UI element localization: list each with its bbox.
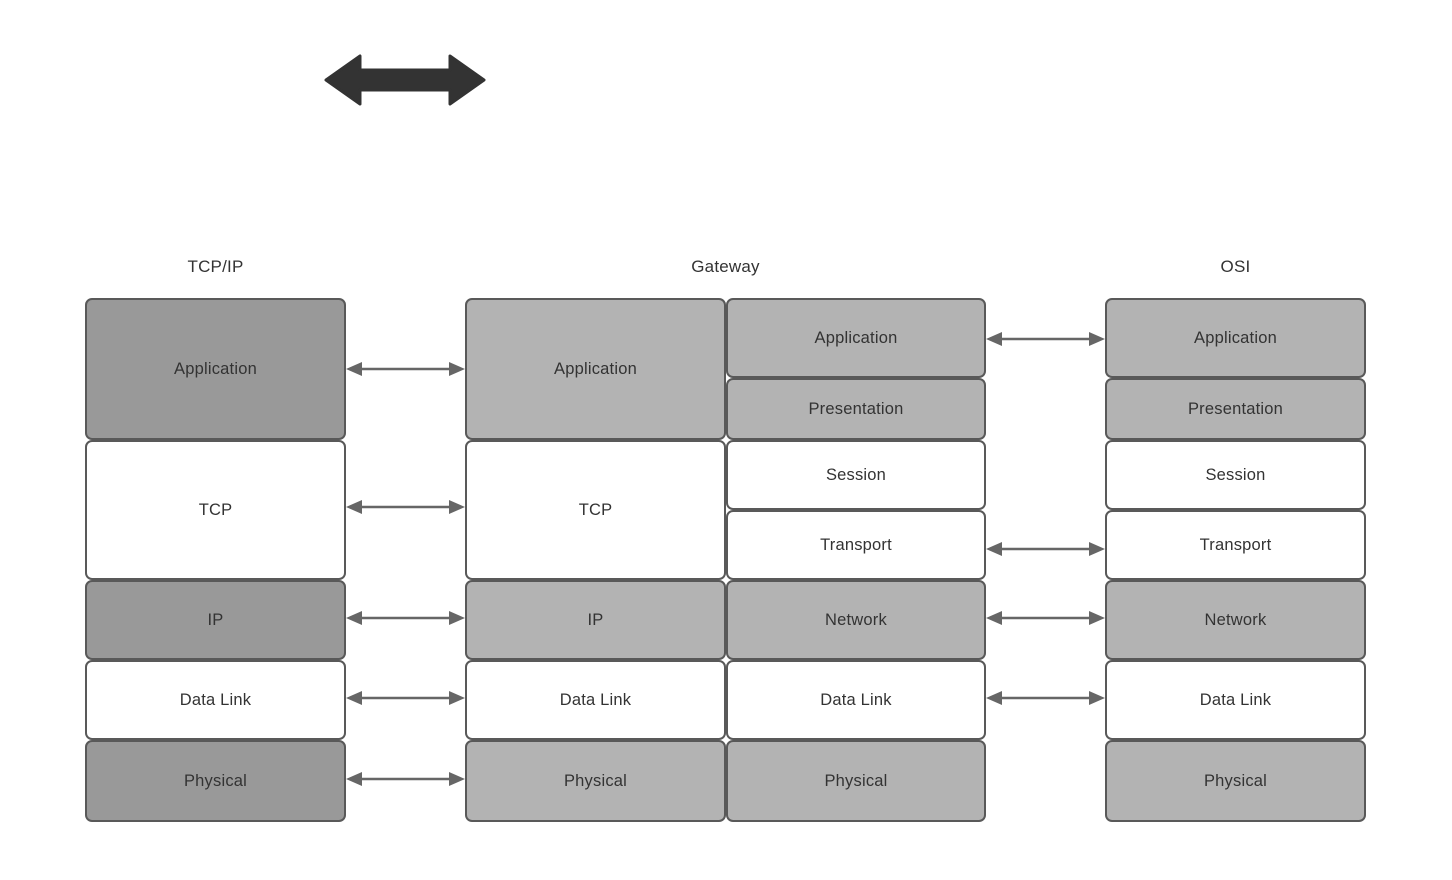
connector-arrow-ip-left — [346, 607, 465, 629]
layer-osi-presentation[interactable]: Presentation — [1105, 378, 1366, 440]
connector-arrow-application-left — [346, 358, 465, 380]
layer-gateway-data-link[interactable]: Data Link — [465, 660, 726, 740]
layer-osi-transport[interactable]: Transport — [1105, 510, 1366, 580]
layer-osi-network[interactable]: Network — [1105, 580, 1366, 660]
connector-arrow-physical-left — [346, 768, 465, 790]
layer-osi-data-link[interactable]: Data Link — [1105, 660, 1366, 740]
layer-osi-session[interactable]: Session — [1105, 440, 1366, 510]
layer-gateway-osi-physical[interactable]: Physical — [726, 740, 986, 822]
connector-arrow-network-right — [986, 607, 1105, 629]
layer-osi-application[interactable]: Application — [1105, 298, 1366, 378]
column-title-tcpip: TCP/IP — [187, 257, 244, 276]
layer-gateway-physical[interactable]: Physical — [465, 740, 726, 822]
layer-gateway-osi-application[interactable]: Application — [726, 298, 986, 378]
double-headed-arrow-icon — [322, 50, 488, 110]
layer-tcpip-tcp[interactable]: TCP — [85, 440, 346, 580]
layer-tcpip-physical[interactable]: Physical — [85, 740, 346, 822]
layer-gateway-osi-transport[interactable]: Transport — [726, 510, 986, 580]
layer-tcpip-data-link[interactable]: Data Link — [85, 660, 346, 740]
layer-gateway-osi-data-link[interactable]: Data Link — [726, 660, 986, 740]
connector-arrow-application-right — [986, 328, 1105, 350]
layer-gateway-application[interactable]: Application — [465, 298, 726, 440]
column-title-osi: OSI — [1220, 257, 1251, 276]
stack-gateway-left: Application TCP IP Data Link Physical — [465, 298, 726, 822]
stack-tcpip: Application TCP IP Data Link Physical — [85, 298, 346, 822]
stack-gateway-right: Application Presentation Session Transpo… — [726, 298, 986, 822]
layer-gateway-osi-session[interactable]: Session — [726, 440, 986, 510]
layer-tcpip-ip[interactable]: IP — [85, 580, 346, 660]
stack-osi: Application Presentation Session Transpo… — [1105, 298, 1366, 822]
layer-osi-physical[interactable]: Physical — [1105, 740, 1366, 822]
layer-gateway-ip[interactable]: IP — [465, 580, 726, 660]
connector-arrow-transport-right — [986, 538, 1105, 560]
layer-gateway-osi-presentation[interactable]: Presentation — [726, 378, 986, 440]
connector-arrow-data-link-left — [346, 687, 465, 709]
layer-tcpip-application[interactable]: Application — [85, 298, 346, 440]
layer-gateway-tcp[interactable]: TCP — [465, 440, 726, 580]
column-title-gateway: Gateway — [691, 257, 760, 276]
layer-gateway-osi-network[interactable]: Network — [726, 580, 986, 660]
connector-arrow-tcp-left — [346, 496, 465, 518]
connector-arrow-data-link-right — [986, 687, 1105, 709]
